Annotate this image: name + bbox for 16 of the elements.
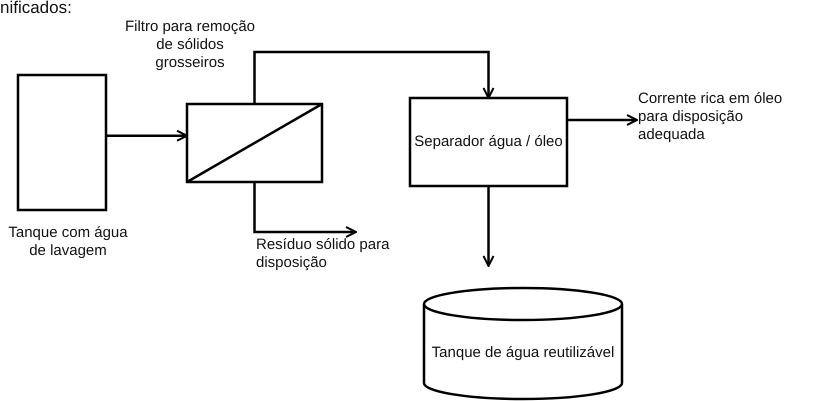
filter-symbol	[186, 102, 324, 184]
flow-arrow	[567, 114, 638, 126]
stream-label: Resíduo sólido para disposição	[256, 236, 390, 272]
stream-label: Corrente rica em óleo para disposição adequada	[638, 90, 784, 144]
tank-box	[16, 74, 108, 212]
flow-arrow	[106, 130, 188, 142]
process-box	[408, 96, 568, 188]
flow-arrow	[482, 186, 494, 267]
flow-arrow	[253, 182, 357, 238]
storage-tank-cylinder	[422, 286, 624, 400]
node-label: Filtro para remoção de sólidos grosseiros	[124, 18, 256, 72]
node-label: Tanque com água de lavagem	[7, 224, 129, 260]
node-label: Tanque de água reutilizável	[432, 344, 614, 362]
flow-arrow	[253, 50, 494, 104]
node-label: Separador água / óleo	[414, 133, 563, 151]
heading-fragment: nificados:	[0, 0, 72, 18]
